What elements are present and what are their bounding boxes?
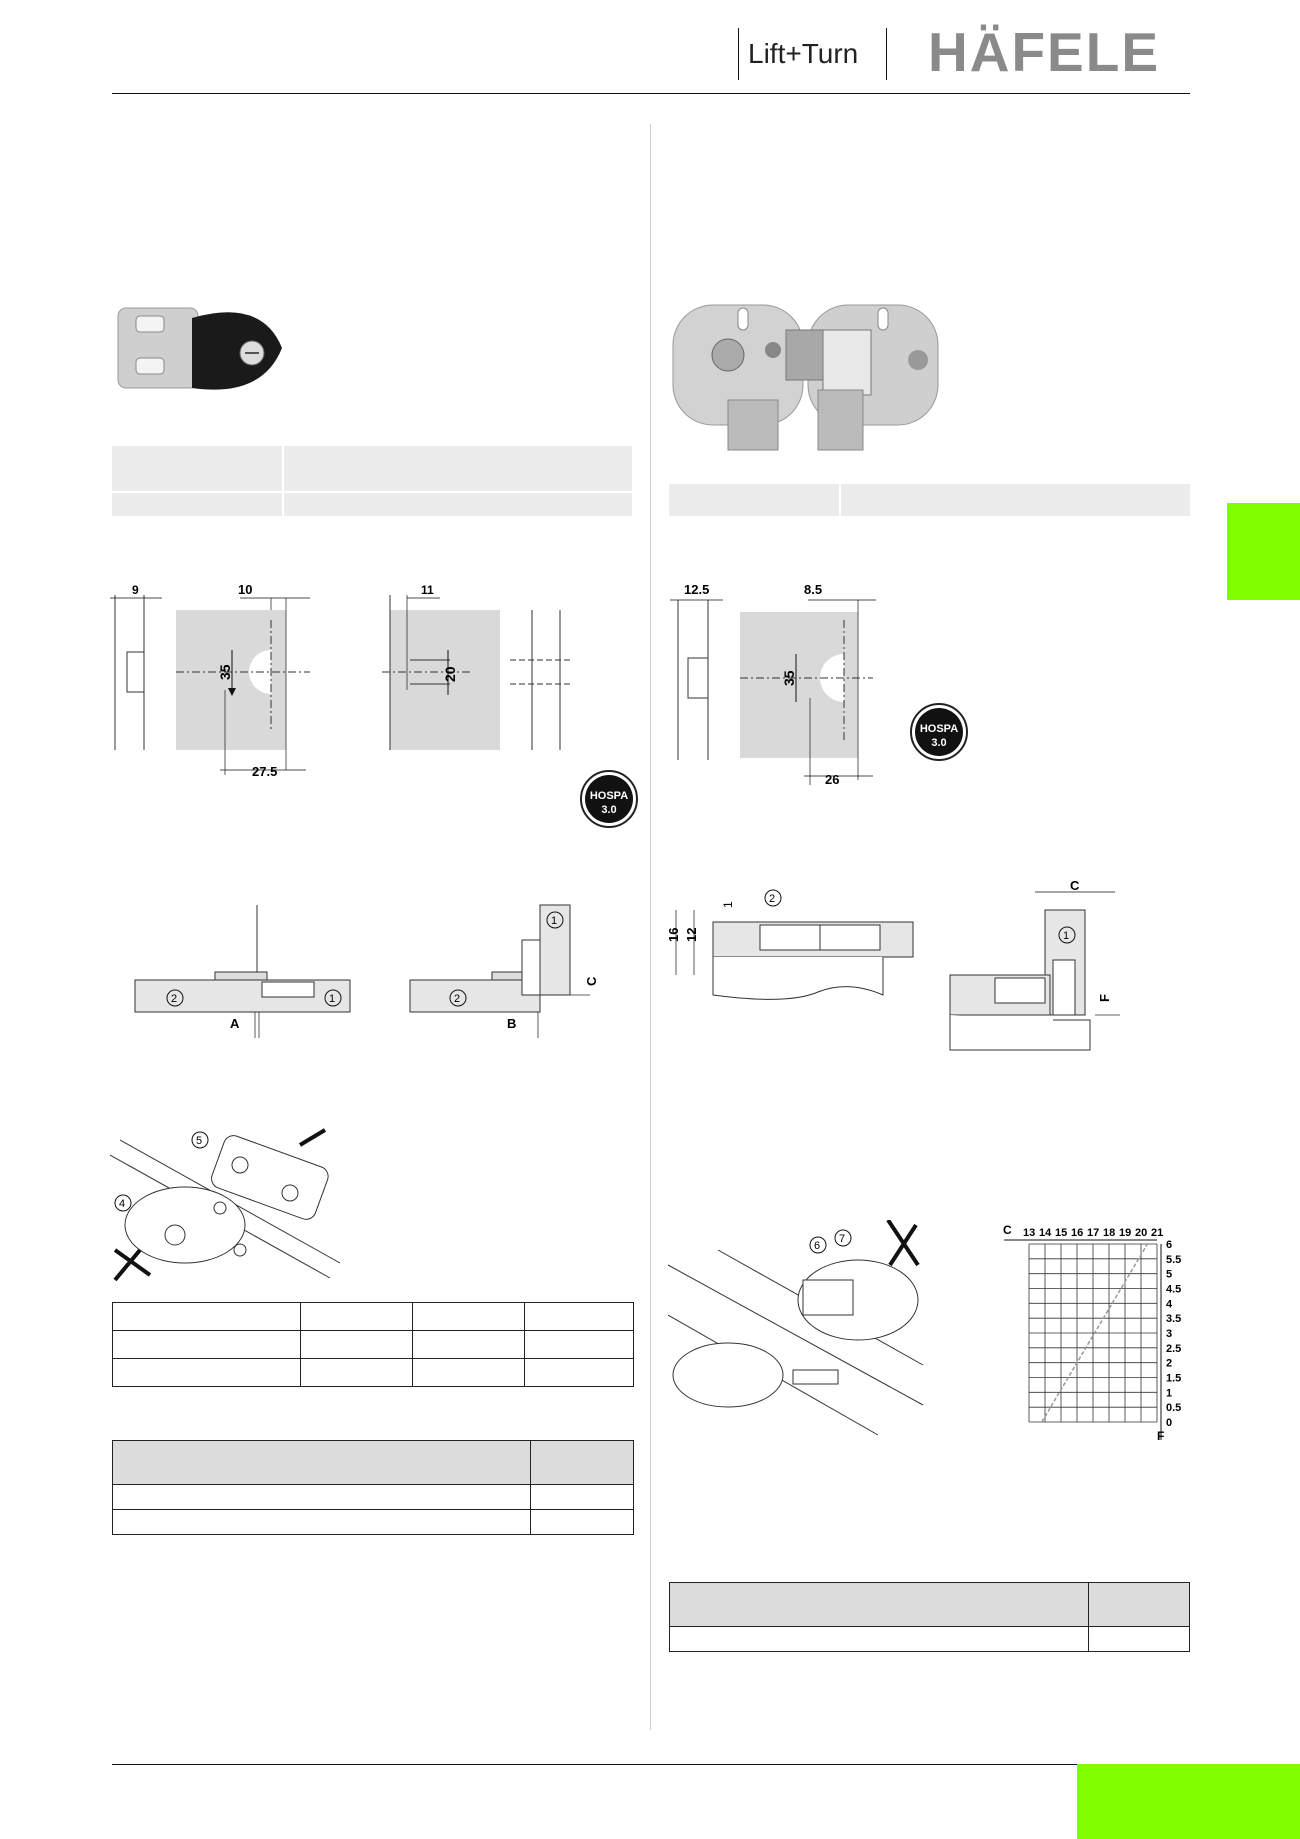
- footer-rule: [112, 1764, 1078, 1765]
- graph-right-tick: 4: [1166, 1298, 1173, 1310]
- callout-2a: 2: [171, 993, 177, 1005]
- hinge-photo-left: [117, 307, 282, 390]
- hospa-badge-inner: [585, 775, 633, 823]
- left-spec-table-1: [112, 446, 632, 516]
- header: Lift+Turn HÄFELE: [0, 0, 1300, 95]
- graph-top-tick: 13: [1023, 1227, 1035, 1239]
- left-adjust-table: [112, 1302, 634, 1387]
- graph-top-tick: 15: [1055, 1227, 1067, 1239]
- hospa-badge-left: HOSPA 3.0: [580, 770, 638, 828]
- dim-26: 26: [825, 772, 839, 787]
- graph-top-tick: 14: [1039, 1227, 1052, 1239]
- label-b: B: [507, 1016, 516, 1031]
- graph-right-tick: 1.5: [1166, 1373, 1181, 1385]
- right-installation-diagram-2: C 1 F: [949, 880, 1120, 1051]
- dim-20: 20: [442, 666, 458, 682]
- callout-1b: 1: [551, 915, 557, 927]
- dim-1: 1: [721, 901, 735, 908]
- header-divider-2: [886, 28, 887, 80]
- dim-9: 9: [132, 583, 139, 597]
- callout-4: 4: [119, 1198, 125, 1210]
- graph-top-tick: 18: [1103, 1227, 1115, 1239]
- callout-1-right: 1: [1063, 930, 1069, 942]
- dim-35-right: 35: [781, 670, 797, 686]
- right-adjustment-diagram: 6 7: [668, 1220, 924, 1436]
- left-adjustment-diagram: 5 4: [110, 1128, 341, 1282]
- graph-top-tick: 16: [1071, 1227, 1083, 1239]
- label-f: F: [1097, 994, 1112, 1002]
- graph-top-tick: 21: [1151, 1227, 1163, 1239]
- graph-right-tick: 6: [1166, 1239, 1172, 1251]
- graph-c-label: C: [1003, 1223, 1012, 1237]
- graph-right-tick: 3.5: [1166, 1313, 1181, 1325]
- left-drilling-diagram: 9 10 35 27.5 11 20: [110, 582, 570, 779]
- right-article-table: [669, 1582, 1190, 1652]
- graph-top-tick: 20: [1135, 1227, 1147, 1239]
- hafele-logo: HÄFELE: [928, 21, 1160, 83]
- label-c: C: [584, 976, 599, 986]
- callout-5: 5: [196, 1135, 202, 1147]
- dim-27-5: 27.5: [252, 764, 277, 779]
- callout-2b: 2: [454, 993, 460, 1005]
- hospa-word: HOSPA: [589, 790, 629, 802]
- label-c-right: C: [1070, 880, 1080, 893]
- graph-right-tick: 3: [1166, 1328, 1172, 1340]
- dim-12-5: 12.5: [684, 582, 709, 597]
- graph-right-tick: 0.5: [1166, 1402, 1181, 1414]
- label-a: A: [230, 1016, 240, 1031]
- graph-top-tick: 17: [1087, 1227, 1099, 1239]
- dim-12: 12: [684, 928, 699, 942]
- dim-8-5: 8.5: [804, 582, 822, 597]
- left-article-table: [112, 1440, 634, 1535]
- graph-right-tick: 2: [1166, 1358, 1172, 1370]
- dim-10: 10: [238, 582, 252, 597]
- graph-right-tick: 1: [1166, 1387, 1172, 1399]
- graph-right-tick: 5: [1166, 1269, 1172, 1281]
- hospa-word-right: HOSPA: [919, 723, 959, 735]
- header-divider-1: [738, 28, 739, 80]
- left-installation-diagram: 2 1 A 1 2 B C: [134, 904, 599, 1038]
- dim-11: 11: [421, 583, 434, 597]
- footer-corner-block: [1077, 1764, 1300, 1839]
- dim-16: 16: [668, 928, 681, 942]
- right-installation-diagram-1: 16 12 1 2: [668, 889, 914, 1000]
- column-divider: [650, 124, 651, 1730]
- hospa-badge-inner-right: [915, 708, 963, 756]
- right-drilling-diagram: 12.5 8.5 35 26: [670, 582, 876, 787]
- hinge-photo-right: [672, 304, 939, 451]
- callout-1a: 1: [329, 993, 335, 1005]
- callout-7: 7: [839, 1233, 845, 1245]
- lift-turn-logo: Lift+Turn: [748, 38, 859, 69]
- graph-f-label: F: [1157, 1429, 1164, 1443]
- graph-right-tick: 5.5: [1166, 1254, 1181, 1266]
- graph-right-tick: 4.5: [1166, 1284, 1181, 1296]
- chapter-tab: [1227, 503, 1300, 600]
- graph-top-tick: 19: [1119, 1227, 1131, 1239]
- graph-right-tick: 0: [1166, 1417, 1172, 1429]
- right-spec-table-1: [669, 484, 1190, 516]
- hospa-size: 3.0: [601, 804, 617, 816]
- hospa-badge-right: HOSPA 3.0: [910, 703, 968, 761]
- hospa-size-right: 3.0: [931, 737, 947, 749]
- header-rule: [112, 93, 1190, 94]
- callout-2-right: 2: [769, 893, 775, 905]
- callout-6: 6: [814, 1240, 820, 1252]
- graph-right-tick: 2.5: [1166, 1343, 1181, 1355]
- dim-35: 35: [217, 664, 233, 680]
